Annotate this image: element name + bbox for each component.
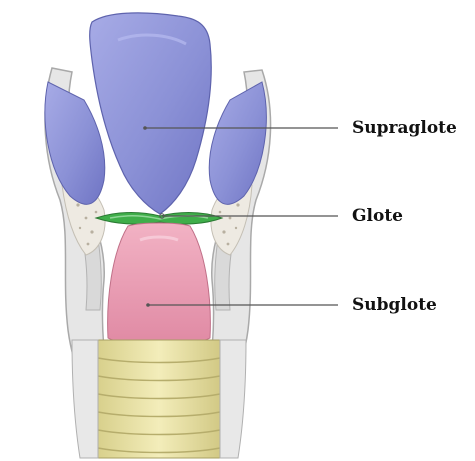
label-subglote: Subglote: [352, 295, 437, 315]
glottis-region: [96, 213, 222, 225]
leader-supraglote-dot: [143, 126, 147, 130]
trachea: [72, 340, 246, 458]
supraglottis-region: [45, 13, 266, 214]
label-glote: Glote: [352, 206, 403, 226]
leader-subglote-dot: [146, 303, 150, 307]
subglottis-region: [108, 223, 211, 344]
label-supraglote: Supraglote: [352, 118, 457, 138]
